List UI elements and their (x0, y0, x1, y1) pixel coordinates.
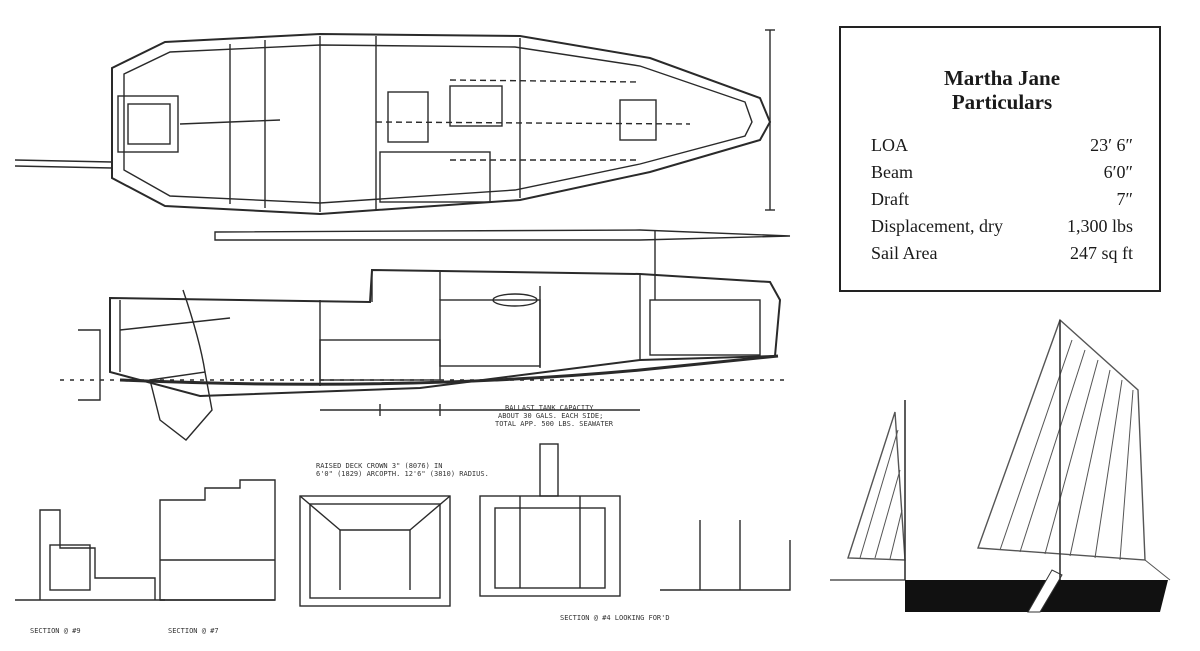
particulars-title: Martha Jane Particulars (871, 66, 1133, 114)
deck-crown-note-1: RAISED DECK CROWN 3" (8076) IN (316, 462, 442, 470)
spec-row-sail-area: Sail Area 247 sq ft (871, 240, 1133, 267)
plan-annotations: BALLAST TANK CAPACITY ABOUT 30 GALS. EAC… (30, 404, 670, 635)
spec-row-displacement: Displacement, dry 1,300 lbs (871, 213, 1133, 240)
deck-crown-note-2: 6'0" (1829) ARCOPTH. 12'6" (3810) RADIUS… (316, 470, 489, 478)
spec-value: 7″ (1116, 189, 1134, 209)
spec-value: 1,300 lbs (1066, 216, 1133, 236)
spec-value: 247 sq ft (1070, 243, 1133, 263)
section-label-4: SECTION @ #4 LOOKING FOR'D (560, 614, 670, 622)
spec-row-draft: Draft 7″ (871, 186, 1133, 213)
particulars-title-line1: Martha Jane (943, 66, 1061, 90)
ballast-note-3: TOTAL APP. 500 LBS. SEAWATER (495, 420, 614, 428)
spec-label: Draft (871, 189, 909, 209)
ballast-note-2: ABOUT 30 GALS. EACH SIDE; (498, 412, 603, 420)
spec-value: 23′ 6″ (1090, 135, 1133, 155)
deck-plan-view (14, 29, 791, 241)
section-label-7: SECTION @ #7 (168, 627, 219, 635)
sail-plan (830, 318, 1171, 613)
spec-row-loa: LOA 23′ 6″ (871, 132, 1133, 159)
spec-row-beam: Beam 6′0″ (871, 159, 1133, 186)
ballast-note-1: BALLAST TANK CAPACITY (505, 404, 594, 412)
profile-view (60, 230, 790, 441)
spec-value: 6′0″ (1103, 162, 1133, 182)
spec-label: LOA (871, 135, 908, 155)
section-drawings (15, 443, 791, 607)
particulars-box: Martha Jane Particulars LOA 23′ 6″ Beam … (839, 26, 1161, 292)
spec-label: Beam (871, 162, 913, 182)
spec-label: Sail Area (871, 243, 938, 263)
spec-label: Displacement, dry (871, 216, 1003, 236)
particulars-title-line2: Particulars (951, 90, 1053, 114)
section-label-9: SECTION @ #9 (30, 627, 81, 635)
